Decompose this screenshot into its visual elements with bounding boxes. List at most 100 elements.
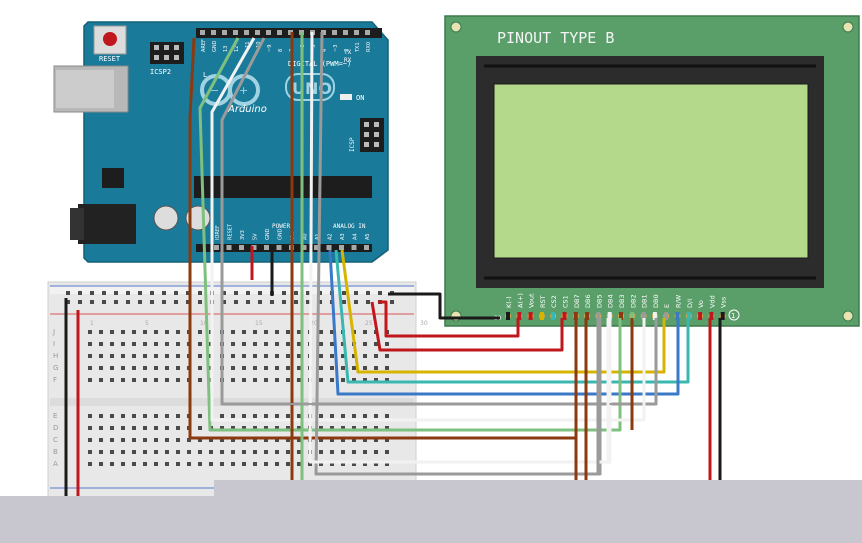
header-pin: [255, 30, 260, 35]
header-pin: [326, 245, 332, 250]
breadboard-hole: [231, 354, 235, 358]
breadboard-hole: [132, 354, 136, 358]
tx-label: TX: [344, 49, 352, 56]
header-pin: [200, 30, 205, 35]
breadboard-hole: [297, 438, 301, 442]
breadboard-hole: [231, 330, 235, 334]
breadboard-hole: [176, 354, 180, 358]
breadboard-hole: [341, 342, 345, 346]
wire-cs2: [334, 249, 690, 384]
breadboard-hole: [352, 450, 356, 454]
wire-db1: [314, 31, 602, 476]
breadboard-hole: [121, 462, 125, 466]
breadboard-hole: [220, 450, 224, 454]
row-letter: A: [53, 460, 58, 468]
header-pin: [314, 245, 319, 250]
breadboard-hole: [330, 426, 334, 430]
icsp2-label: ICSP2: [150, 68, 171, 76]
breadboard-hole: [187, 438, 191, 442]
rail-hole: [102, 300, 106, 304]
breadboard-hole: [143, 366, 147, 370]
breadboard-hole: [253, 438, 257, 442]
breadboard-hole: [363, 426, 367, 430]
breadboard-hole: [242, 354, 246, 358]
breadboard-hole: [198, 438, 202, 442]
wire-cs1: [328, 249, 680, 396]
breadboard-hole: [231, 414, 235, 418]
breadboard-hole: [286, 426, 290, 430]
breadboard-hole: [99, 366, 103, 370]
breadboard-hole: [242, 378, 246, 382]
breadboard-hole: [253, 426, 257, 430]
rail-hole: [246, 300, 250, 304]
rail-hole: [366, 291, 370, 295]
breadboard-hole: [88, 438, 92, 442]
breadboard-hole: [187, 450, 191, 454]
header-pin: [354, 30, 359, 35]
header-pin: [339, 245, 344, 250]
breadboard-hole: [231, 462, 235, 466]
breadboard-hole: [385, 378, 389, 382]
header-pin: [264, 245, 269, 250]
header-pin: [301, 245, 307, 250]
breadboard-hole: [198, 426, 202, 430]
breadboard-hole: [253, 450, 257, 454]
header-pin-label: GND: [265, 228, 271, 240]
breadboard-hole: [264, 330, 268, 334]
rail-hole: [90, 291, 94, 295]
reset-button-cap[interactable]: [103, 32, 117, 46]
breadboard-hole: [341, 450, 345, 454]
breadboard-hole: [198, 354, 202, 358]
icsp-label: ICSP: [349, 137, 356, 152]
breadboard-hole: [154, 426, 158, 430]
breadboard-hole: [88, 414, 92, 418]
breadboard-hole: [242, 462, 246, 466]
power-jack: [78, 204, 136, 244]
header-pin: [321, 30, 326, 35]
breadboard-hole: [330, 330, 334, 334]
breadboard-hole: [231, 426, 235, 430]
on-label: ON: [356, 94, 364, 102]
col-number: 20: [310, 320, 318, 327]
breadboard-hole: [297, 426, 301, 430]
breadboard-hole: [231, 438, 235, 442]
header-pin: [277, 30, 282, 35]
header-pin-label: 2: [344, 49, 350, 52]
breadboard-hole: [165, 342, 169, 346]
breadboard-hole: [209, 438, 213, 442]
lcd-pin-label: RST: [539, 295, 547, 308]
rail-hole: [138, 291, 142, 295]
svg-text:−: −: [210, 84, 219, 97]
breadboard-hole: [352, 414, 356, 418]
lcd-screen: [493, 83, 809, 259]
breadboard-hole: [319, 366, 323, 370]
breadboard-hole: [132, 366, 136, 370]
breadboard-hole: [198, 378, 202, 382]
svg-text:+: +: [239, 84, 248, 97]
rail-hole: [114, 291, 118, 295]
header-pin-label: 8: [278, 49, 284, 52]
breadboard-hole: [110, 438, 114, 442]
rail-hole: [270, 300, 274, 304]
header-pin: [365, 30, 370, 35]
breadboard-hole: [132, 414, 136, 418]
breadboard-hole: [297, 342, 301, 346]
breadboard-hole: [264, 378, 268, 382]
breadboard-hole: [110, 342, 114, 346]
breadboard-hole: [264, 462, 268, 466]
breadboard-hole: [275, 378, 279, 382]
breadboard-hole: [176, 414, 180, 418]
rail-hole: [138, 300, 142, 304]
breadboard-hole: [121, 414, 125, 418]
power-analog-header: [196, 244, 372, 252]
icsp-header: [360, 118, 384, 152]
rail-hole: [258, 300, 262, 304]
breadboard-hole: [363, 414, 367, 418]
col-number: 1: [90, 320, 94, 327]
breadboard-hole: [99, 354, 103, 358]
breadboard-hole: [363, 366, 367, 370]
breadboard-hole: [352, 438, 356, 442]
breadboard-hole: [121, 378, 125, 382]
rail-hole: [366, 300, 370, 304]
lcd-pin-label: D/I: [686, 299, 694, 308]
